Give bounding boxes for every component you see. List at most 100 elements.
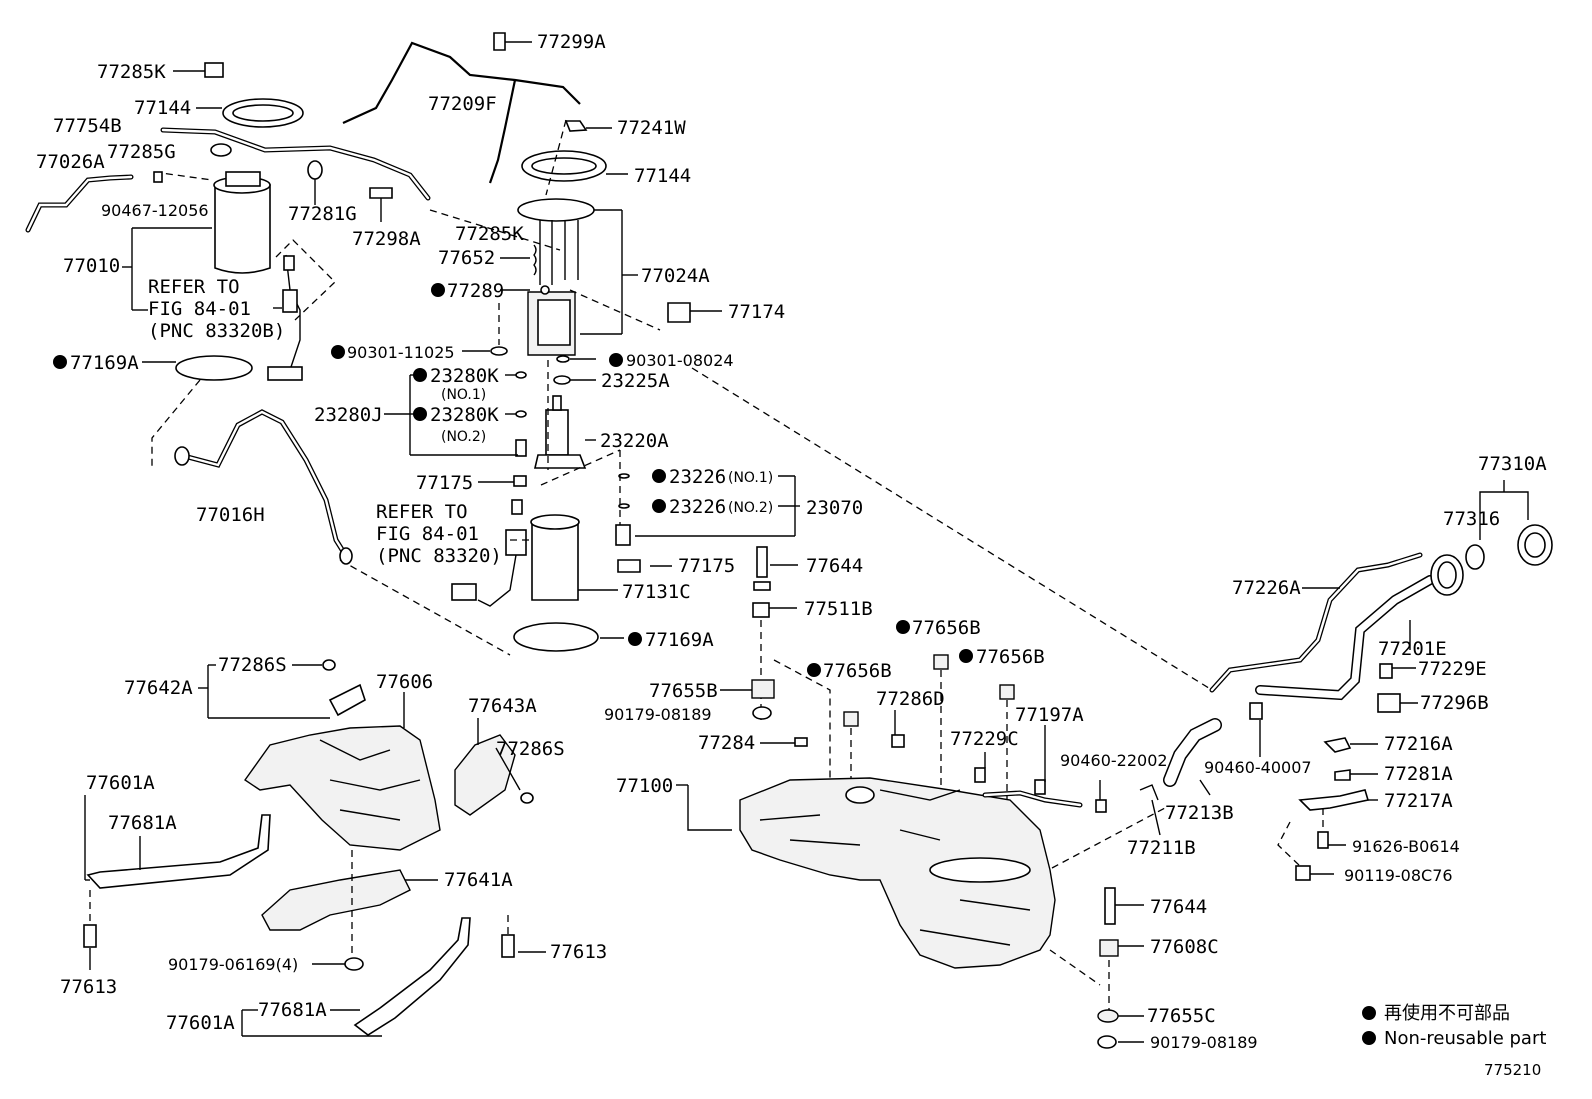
label-77299A: 77299A (537, 31, 606, 53)
bracket-77298A (369, 187, 393, 222)
label-77144-left: 77144 (134, 97, 191, 119)
label-91626-B0614: 91626-B0614 (1352, 837, 1460, 856)
legend-english: Non-reusable part (1384, 1028, 1546, 1049)
label-77296B: 77296B (1420, 692, 1489, 714)
label-77175-mid: 77175 (678, 555, 735, 577)
bolt-90179-06169 (344, 957, 364, 971)
clip-77286S-top (322, 659, 336, 671)
grommet-77655C (1097, 1009, 1119, 1023)
label-77644-bottom: 77644 (1150, 896, 1207, 918)
guide-dash-sender-left (275, 239, 336, 321)
label-77606: 77606 (376, 671, 433, 693)
gasket-77169A-top (175, 355, 253, 381)
clip-77241W (564, 120, 612, 132)
bracket-77211B (1139, 784, 1159, 801)
ref-note-1-line3: (PNC 83320B) (148, 320, 285, 342)
label-77643A: 77643A (468, 695, 537, 717)
label-no1: (NO.1) (441, 387, 486, 403)
label-77175-top: 77175 (416, 472, 473, 494)
grommet-77656B-2 (843, 711, 859, 727)
label-23220A: 23220A (600, 430, 669, 452)
ref-note-1-line2: FIG 84-01 (148, 298, 251, 320)
label-77754B: 77754B (53, 115, 122, 137)
label-77608C: 77608C (1150, 936, 1219, 958)
label-77656B-3: 77656B (976, 646, 1045, 668)
protector-77606 (244, 725, 441, 851)
label-77100: 77100 (616, 775, 673, 797)
clip-77299A (493, 32, 532, 51)
label-77010: 77010 (63, 255, 120, 277)
label-90467-12056: 90467-12056 (101, 201, 209, 220)
valve-77644-bottom (1104, 887, 1116, 925)
clamp-90460-22002 (1095, 799, 1107, 813)
label-77601A-bottom: 77601A (166, 1012, 235, 1034)
gasket-77316 (1465, 544, 1485, 570)
label-77656B-2: 77656B (823, 660, 892, 682)
fuel-suction-77010 (153, 143, 271, 274)
label-no2: (NO.2) (441, 429, 486, 445)
label-23226-no2-sub: (NO.2) (728, 500, 773, 516)
bolt-90179-08189-bottom (1097, 1035, 1117, 1049)
label-77641A: 77641A (444, 869, 513, 891)
label-77286S-mid: 77286S (496, 738, 565, 760)
label-77644-top: 77644 (806, 555, 863, 577)
label-77655C: 77655C (1147, 1005, 1216, 1027)
clip-77286S-mid (520, 792, 534, 804)
fuel-pump-assembly-77024A (517, 198, 595, 356)
filler-hose-77213B (1163, 718, 1222, 787)
label-77655B: 77655B (649, 680, 718, 702)
grommet-77608C (1099, 939, 1119, 957)
fuel-tank-77100 (739, 777, 1056, 969)
label-77285G: 77285G (107, 141, 176, 163)
label-23226-no1-sub: (NO.1) (728, 470, 773, 486)
label-77226A: 77226A (1232, 577, 1301, 599)
label-77681A-bottom: 77681A (258, 999, 327, 1021)
clamp-77281G (307, 160, 323, 205)
label-77511B: 77511B (804, 598, 873, 620)
ref-note-2-line1: REFER TO (376, 501, 468, 523)
bracket-77642A (328, 683, 366, 717)
label-90301-11025: 90301-11025 (347, 343, 455, 362)
label-77144-right: 77144 (634, 165, 691, 187)
label-90460-22002: 90460-22002 (1060, 751, 1168, 770)
retainer-ring-77144-left (196, 98, 304, 128)
strap-77601A-bottom (353, 917, 471, 1036)
label-23225A: 23225A (601, 370, 670, 392)
label-23226-no1: 23226 (669, 466, 726, 488)
clamp-77286D (891, 734, 905, 748)
oring-23280K-2 (515, 410, 527, 418)
clamp-90460-40007 (1249, 702, 1263, 720)
fuel-pump-23220A (533, 395, 596, 469)
label-77281G: 77281G (288, 203, 357, 225)
label-77284: 77284 (698, 732, 755, 754)
retainer-ring-77144-right (521, 150, 628, 182)
grommet-77511B (752, 602, 797, 618)
label-23280K-2: 23280K (430, 404, 499, 426)
filler-pipe-77201E (1255, 554, 1464, 701)
label-90179-06169: 90179-06169(4) (168, 955, 298, 974)
label-77197A: 77197A (1015, 704, 1084, 726)
label-77316: 77316 (1443, 508, 1500, 530)
label-77209F: 77209F (428, 93, 497, 115)
label-77024A: 77024A (641, 265, 710, 287)
label-23070: 23070 (806, 497, 863, 519)
label-77289: 77289 (447, 280, 504, 302)
label-77174: 77174 (728, 301, 785, 323)
grommet-77656B-3 (999, 684, 1015, 700)
strap-77601A-top (86, 814, 271, 889)
label-77285K-top: 77285K (97, 61, 166, 83)
ref-note-2-line3: (PNC 83320) (376, 545, 502, 567)
wire-harness-77209F (342, 41, 581, 184)
label-23280J: 23280J (314, 404, 383, 426)
label-77613-left: 77613 (60, 976, 117, 998)
hose-77197A (982, 790, 1083, 808)
label-77285K-mid: 77285K (455, 223, 524, 245)
label-77131C: 77131C (622, 581, 691, 603)
gasket-90301-08024 (556, 355, 570, 363)
label-90179-08189-top: 90179-08189 (604, 705, 712, 724)
label-90119-08C76: 90119-08C76 (1344, 866, 1453, 885)
label-77281A: 77281A (1384, 763, 1453, 785)
oring-23280K-1 (515, 371, 527, 379)
label-90179-08189-bottom: 90179-08189 (1150, 1033, 1258, 1052)
